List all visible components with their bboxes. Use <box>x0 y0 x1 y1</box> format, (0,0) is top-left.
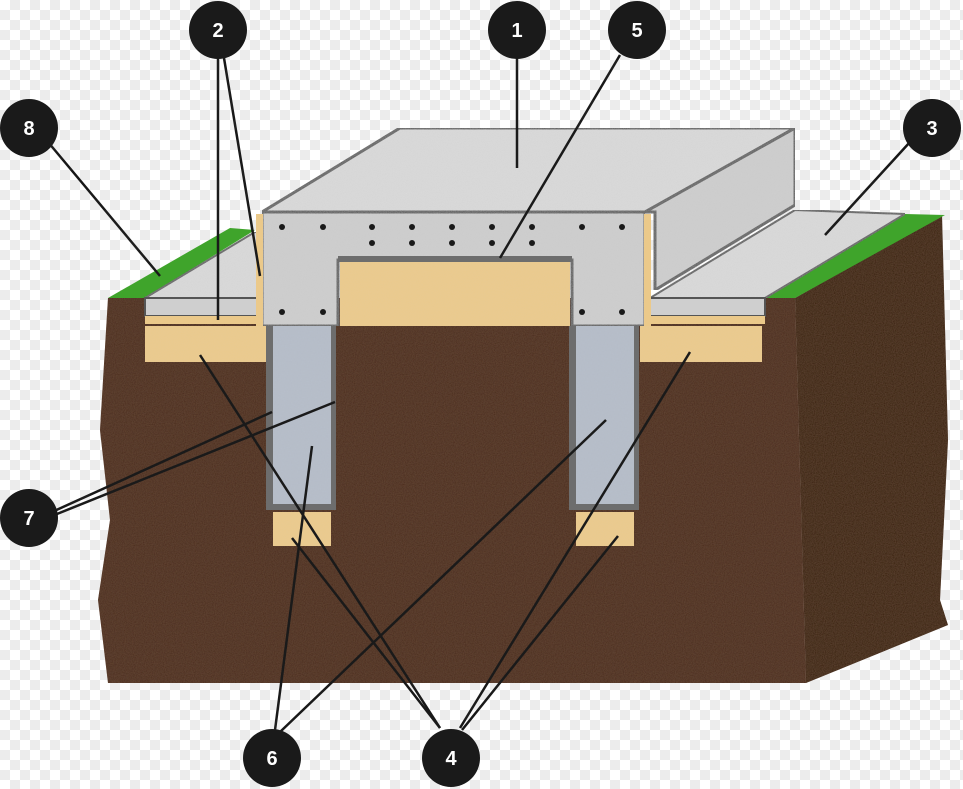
pile-sand-base-right <box>576 512 634 546</box>
leader-6a <box>273 445 314 731</box>
insulation-strip-left <box>145 316 262 324</box>
leader-4b <box>291 537 441 729</box>
leader-8 <box>47 141 161 277</box>
grass-strip-right <box>765 214 945 298</box>
blind-area-left <box>141 231 263 324</box>
blind-area-right <box>646 208 909 324</box>
callout-4: 4 <box>422 729 480 787</box>
sand-layer-left <box>145 326 267 362</box>
concrete-grillage <box>256 125 801 328</box>
leader-4c <box>458 351 692 729</box>
svg-text:7: 7 <box>23 508 34 530</box>
svg-text:8: 8 <box>23 118 34 140</box>
svg-text:2: 2 <box>212 20 223 42</box>
callout-7: 7 <box>0 489 58 547</box>
leader-7b <box>51 400 336 518</box>
callout-2: 2 <box>189 1 247 59</box>
rebar-dots <box>279 224 625 315</box>
leader-4a <box>198 354 442 729</box>
callout-5: 5 <box>608 1 666 59</box>
soil-side-face <box>795 215 948 683</box>
pile-left <box>266 326 336 546</box>
svg-text:5: 5 <box>631 20 642 42</box>
insulation-strip-right <box>650 316 765 324</box>
leader-4d <box>461 535 619 731</box>
leader-6b <box>279 419 607 733</box>
sand-layer-right <box>640 326 762 362</box>
pile-right <box>569 326 639 546</box>
leader-2b <box>222 57 262 277</box>
slab-insulation-right <box>644 214 651 326</box>
callout-8: 8 <box>0 99 58 157</box>
leader-7a <box>51 410 273 514</box>
callout-6: 6 <box>243 729 301 787</box>
callout-3: 3 <box>903 99 961 157</box>
slab-side-face <box>639 125 797 293</box>
svg-text:3: 3 <box>926 118 937 140</box>
leader-3 <box>824 141 911 236</box>
sand-cushion-under-slab <box>338 256 572 326</box>
svg-text:1: 1 <box>511 20 522 42</box>
callout-1: 1 <box>488 1 546 59</box>
svg-text:4: 4 <box>445 748 457 770</box>
svg-text:6: 6 <box>266 748 277 770</box>
leader-5 <box>498 54 622 259</box>
leader-lines <box>47 54 911 733</box>
